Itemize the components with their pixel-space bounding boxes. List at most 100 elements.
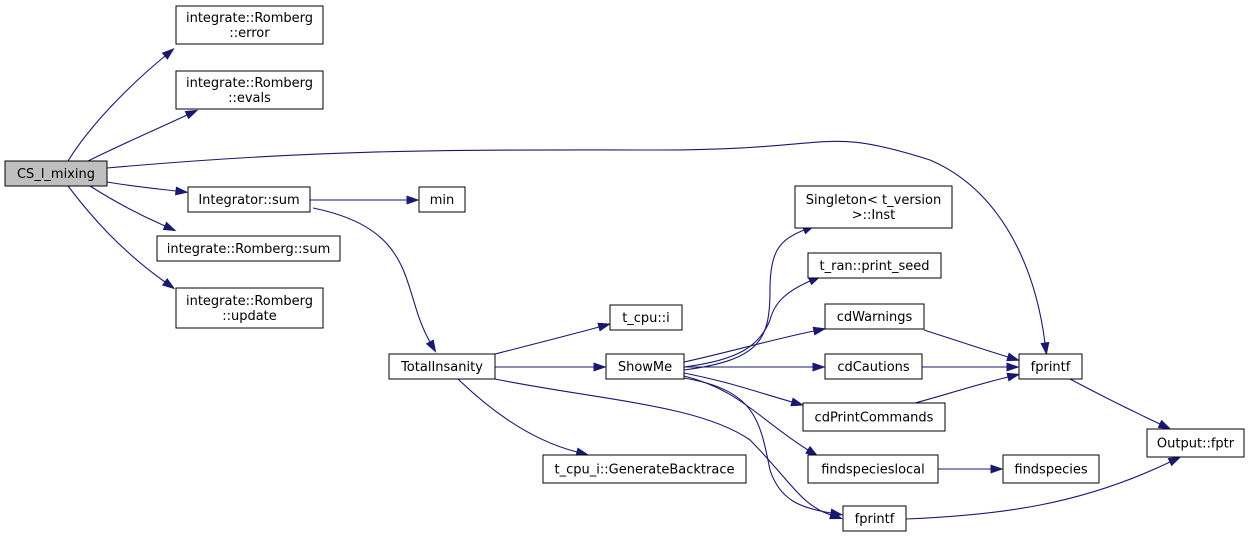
edge-line <box>683 280 811 368</box>
node-box <box>802 402 946 432</box>
node-label: integrate::Romberg <box>186 294 313 309</box>
node-label: findspecies <box>1014 463 1087 478</box>
arrowhead <box>184 109 199 120</box>
node-generatebacktrace[interactable]: t_cpu_i::GenerateBacktrace <box>542 454 747 484</box>
node-label: integrate::Romberg <box>186 76 313 91</box>
edge-cdcautions-to-fprintf_mid <box>922 362 1020 372</box>
edge-integrator_sum-to-totalinsanity <box>312 207 437 353</box>
node-t_cpu_i[interactable]: t_cpu::i <box>609 304 683 331</box>
node-totalinsanity[interactable]: TotalInsanity <box>388 353 496 380</box>
edge-totalinsanity-to-generatebacktrace <box>457 378 590 457</box>
node-label: t_cpu::i <box>622 311 670 326</box>
node-box <box>605 353 685 380</box>
edge-line <box>683 377 832 514</box>
node-findspecieslocal[interactable]: findspecieslocal <box>807 454 939 484</box>
node-romberg_sum[interactable]: integrate::Romberg::sum <box>156 235 341 262</box>
node-cdprintcommands[interactable]: cdPrintCommands <box>802 402 946 432</box>
arrowhead <box>162 221 177 232</box>
edge-cs_l_mixing-to-romberg_sum <box>89 185 177 232</box>
node-label: Singleton< t_version <box>806 193 942 208</box>
node-label: >::Inst <box>852 208 896 223</box>
edge-findspecieslocal-to-findspecies <box>938 464 1004 474</box>
node-fprintf_bottom[interactable]: fprintf <box>842 505 907 532</box>
node-singleton_inst[interactable]: Singleton< t_version>::Inst <box>794 185 953 229</box>
node-box <box>609 304 683 331</box>
node-showme[interactable]: ShowMe <box>605 353 685 380</box>
arrowhead <box>1157 419 1172 430</box>
edge-line <box>87 114 188 162</box>
arrowhead <box>812 326 827 336</box>
node-output_fptr[interactable]: Output::fptr <box>1146 428 1245 458</box>
node-label: ::evals <box>228 91 271 106</box>
edge-integrator_sum-to-min <box>310 195 420 205</box>
node-min[interactable]: min <box>418 186 466 213</box>
node-box <box>4 160 108 187</box>
edge-showme-to-findspecieslocal <box>683 375 819 457</box>
edge-showme-to-singleton_inst <box>683 225 816 371</box>
node-box <box>156 235 341 262</box>
node-box <box>187 186 311 213</box>
arrowhead <box>1006 372 1021 382</box>
edge-showme-to-cdcautions <box>684 362 826 372</box>
arrowhead <box>1006 352 1020 362</box>
node-box <box>794 185 953 229</box>
node-box <box>807 252 942 279</box>
node-label: findspecieslocal <box>821 463 925 478</box>
node-cdwarnings[interactable]: cdWarnings <box>824 303 925 330</box>
node-fprintf_mid[interactable]: fprintf <box>1018 353 1083 380</box>
node-print_seed[interactable]: t_ran::print_seed <box>807 252 942 279</box>
node-box <box>1018 353 1083 380</box>
edge-cs_l_mixing-to-fprintf_mid <box>106 140 1050 356</box>
node-box <box>1146 428 1245 458</box>
node-label: t_cpu_i::GenerateBacktrace <box>555 463 735 478</box>
node-label: ::update <box>222 309 277 324</box>
node-label: ShowMe <box>618 360 672 375</box>
edge-line <box>923 329 1009 358</box>
arrowhead <box>990 464 1004 474</box>
node-box <box>175 70 324 110</box>
edge-totalinsanity-to-fprintf_bottom <box>494 378 843 520</box>
node-romberg_update[interactable]: integrate::Romberg::update <box>175 287 324 329</box>
node-box <box>824 303 925 330</box>
node-box <box>418 186 466 213</box>
node-label: cdPrintCommands <box>815 411 934 426</box>
arrowhead <box>812 362 826 372</box>
arrowhead <box>1167 456 1182 467</box>
node-cdcautions[interactable]: cdCautions <box>824 353 923 380</box>
edge-cs_l_mixing-to-romberg_error <box>67 47 175 162</box>
node-label: cdCautions <box>837 360 910 375</box>
edge-line <box>457 378 578 453</box>
node-label: min <box>430 193 455 208</box>
edge-totalinsanity-to-t_cpu_i <box>494 322 612 355</box>
node-label: fprintf <box>855 512 895 527</box>
edge-totalinsanity-to-showme <box>495 362 607 372</box>
node-label: Output::fptr <box>1157 437 1235 452</box>
node-findspecies[interactable]: findspecies <box>1002 454 1100 484</box>
node-box <box>842 505 907 532</box>
edge-showme-to-cdprintcommands <box>683 372 805 407</box>
arrowhead <box>805 445 819 457</box>
edge-showme-to-fprintf_bottom <box>683 377 844 518</box>
edge-line <box>106 181 177 192</box>
edge-fprintf_mid-to-output_fptr <box>1069 378 1172 430</box>
node-box <box>388 353 496 380</box>
edge-line <box>683 375 809 451</box>
edge-line <box>914 376 1009 404</box>
node-label: cdWarnings <box>837 310 913 325</box>
edge-line <box>683 330 815 363</box>
edge-line <box>89 185 166 227</box>
edge-cdprintcommands-to-fprintf_mid <box>914 372 1021 404</box>
edge-line <box>683 229 805 371</box>
node-box <box>807 454 939 484</box>
node-box <box>824 353 923 380</box>
edge-cdwarnings-to-fprintf_mid <box>923 329 1020 362</box>
node-label: integrate::Romberg <box>186 11 313 26</box>
node-integrator_sum[interactable]: Integrator::sum <box>187 186 311 213</box>
node-cs_l_mixing[interactable]: CS_l_mixing <box>4 160 108 187</box>
arrowhead <box>161 278 176 290</box>
edge-line <box>494 326 600 355</box>
node-label: ::error <box>229 26 270 41</box>
node-romberg_evals[interactable]: integrate::Romberg::evals <box>175 70 324 110</box>
node-romberg_error[interactable]: integrate::Romberg::error <box>175 5 324 45</box>
edge-cs_l_mixing-to-romberg_evals <box>87 109 199 162</box>
